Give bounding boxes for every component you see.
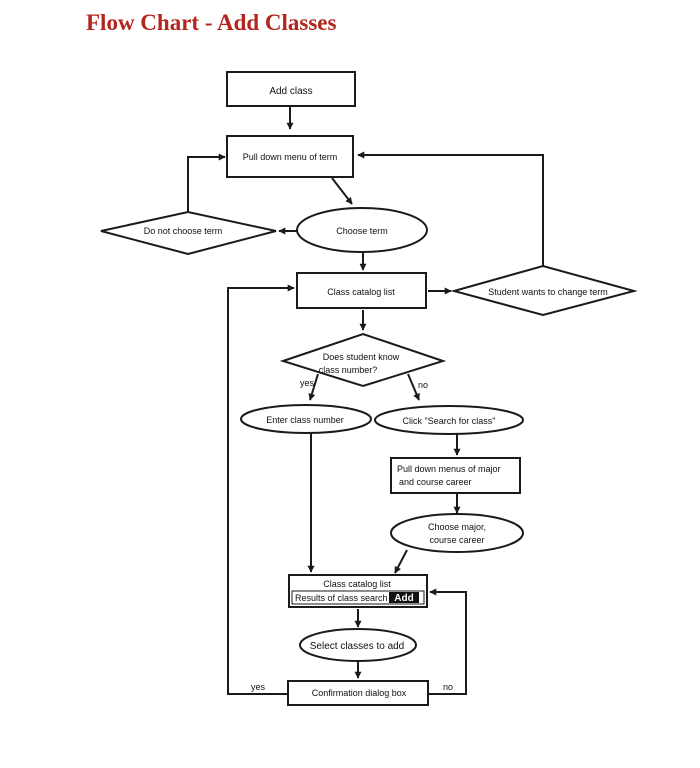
add-button-label: Add [394,593,413,604]
node-choose-major-label-1: Choose major, [428,522,486,532]
edge-label-no-confirm: no [443,682,453,692]
node-know-class-number-label-2: class number? [319,365,378,375]
edge-confirm-yes-to-catalog [227,284,295,695]
edge-know-yes [308,373,319,401]
node-class-catalog-list-label: Class catalog list [327,287,395,297]
node-click-search-for-class: Click "Search for class" [374,405,524,435]
node-confirmation-dialog-box-label: Confirmation dialog box [312,688,407,698]
node-student-wants-change-term: Student wants to change term [450,264,638,317]
node-enter-class-number: Enter class number [240,404,372,434]
node-pull-down-major: Pull down menus of major and course care… [390,457,521,494]
node-pull-down-major-label-1: Pull down menus of major [397,464,501,474]
node-select-classes-to-add-label: Select classes to add [310,641,405,652]
edge-label-yes-confirm: yes [251,682,266,692]
page-title: Flow Chart - Add Classes [86,10,337,35]
node-pull-down-major-label-2: and course career [399,477,472,487]
edge-donot-to-pulldown [187,153,226,217]
node-class-catalog-list: Class catalog list [296,272,427,309]
edge-confirm-no-to-results [428,588,467,695]
node-choose-term: Choose term [296,207,428,253]
add-button[interactable]: Add [389,592,419,604]
edge-pulldown-to-choose [331,177,353,205]
node-results-catalog-title: Class catalog list [323,579,391,589]
node-select-classes-to-add: Select classes to add [299,628,417,662]
edge-label-yes-know: yes [300,378,315,388]
node-enter-class-number-label: Enter class number [266,415,344,425]
node-do-not-choose-term: Do not choose term [100,210,277,256]
edge-know-no [407,373,420,401]
node-choose-term-label: Choose term [336,226,388,236]
edge-label-no-know: no [418,380,428,390]
node-add-class: Add class [226,71,356,107]
node-choose-major-label-2: course career [429,535,484,545]
edge-change-to-pulldown [357,151,544,266]
node-choose-major: Choose major, course career [390,513,524,553]
results-of-class-search-label: Results of class search [295,593,388,603]
node-pull-down-term: Pull down menu of term [226,135,354,178]
node-know-class-number: Does student know class number? [279,332,447,388]
node-confirmation-dialog-box: Confirmation dialog box [287,680,429,706]
node-know-class-number-label-1: Does student know [323,352,400,362]
node-click-search-for-class-label: Click "Search for class" [403,416,496,426]
node-student-wants-change-term-label: Student wants to change term [488,287,608,297]
node-add-class-label: Add class [269,86,312,97]
edge-choosemajor-to-results [394,549,408,574]
node-do-not-choose-term-label: Do not choose term [144,226,223,236]
connectors [187,106,544,695]
node-pull-down-term-label: Pull down menu of term [243,152,338,162]
node-results-catalog: Class catalog list Results of class sear… [288,574,428,608]
